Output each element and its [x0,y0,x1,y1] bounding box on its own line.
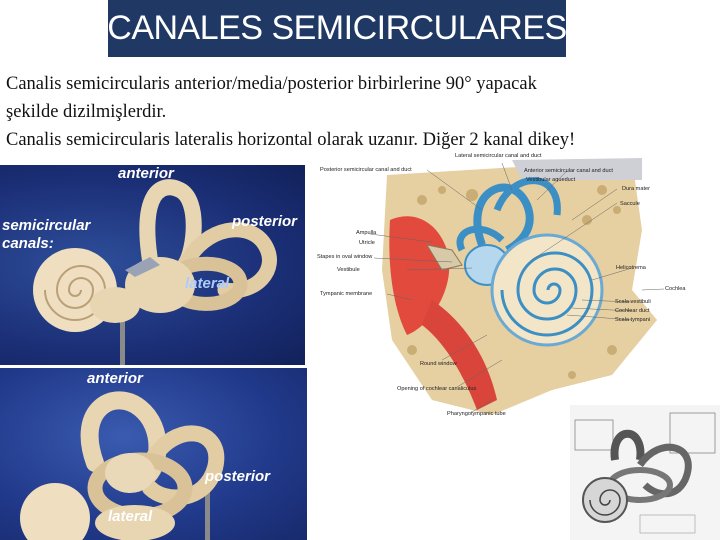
label-posterior-top: posterior [232,213,298,230]
label-stapes: Stapes in oval window [317,254,373,260]
label-lateral-canal: Lateral semicircular canal and duct [455,153,542,159]
model-drawing-top [33,179,277,365]
grayscale-sketch-image [570,405,720,540]
label-anterior-canal: Anterior semicircular canal and duct [524,168,613,174]
slide-title: CANALES SEMICIRCULARES [107,9,567,47]
label-anterior-bottom: anterior [87,370,143,387]
model-drawing-bottom [20,391,225,540]
inner-ear-illustration: Lateral semicircular canal and duct Post… [312,150,720,425]
label-canals: canals: [2,235,54,252]
label-cochlear-canaliculus: Opening of cochlear canaliculus [397,386,477,392]
label-cochlear-duct: Cochlear duct [615,308,650,314]
label-posterior-bottom: posterior [205,468,271,485]
body-line-3: Canalis semicircularis lateralis horizon… [6,130,576,150]
body-line-1: Canalis semicircularis anterior/media/po… [6,74,537,94]
label-utricle: Utricle [359,240,375,246]
label-vestibular-aqueduct: Vestibular aqueduct [526,177,576,183]
label-pharyngotympanic-tube: Pharyngotympanic tube [447,411,506,417]
slide-title-box: CANALES SEMICIRCULARES [107,0,567,57]
label-scala-vestibuli: Scala vestibuli [615,299,651,305]
label-tympanic-membrane: Tympanic membrane [320,291,373,297]
inner-ear-model-photo-top: anterior semicircular canals: posterior … [0,165,305,365]
label-scala-tympani: Scala tympani [615,317,651,323]
label-lateral-top: lateral [185,275,230,292]
label-posterior-canal: Posterior semicircular canal and duct [320,167,412,173]
inner-ear-model-photo-bottom: anterior posterior lateral [0,368,307,540]
label-dura-mater: Dura mater [622,186,650,192]
sketch-drawing [570,405,720,540]
label-lateral-bottom: lateral [108,508,153,525]
label-anterior-top: anterior [118,165,174,182]
label-saccule: Saccule [620,201,640,207]
body-line-2: şekilde dizilmişlerdir. [6,102,167,122]
label-ampulla: Ampulla [356,230,377,236]
illustration-drawing [369,158,665,415]
label-round-window: Round window [420,361,457,367]
slide-body-text: Canalis semicircularis anterior/media/po… [6,70,714,154]
label-cochlea: Cochlea [665,286,686,292]
label-helicotrema: Helicotrema [616,265,646,271]
label-vestibule: Vestibule [337,267,360,273]
label-semicircular: semicircular [2,217,91,234]
